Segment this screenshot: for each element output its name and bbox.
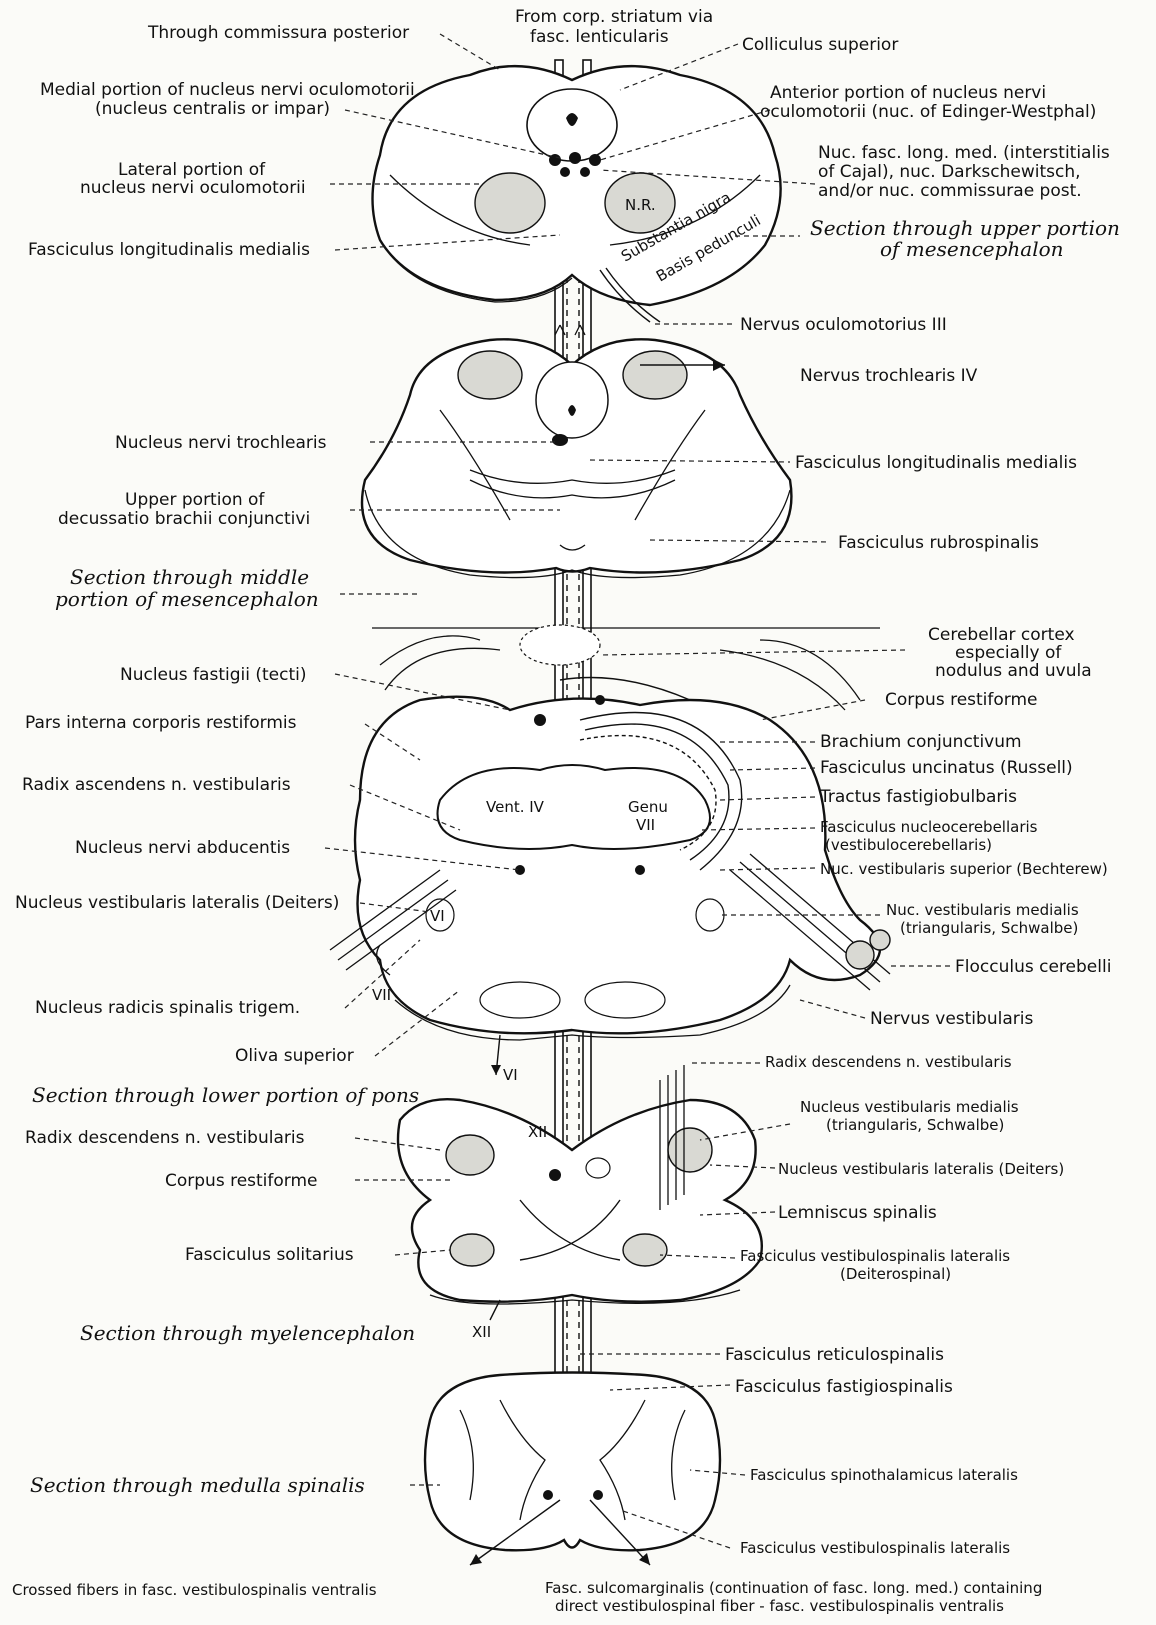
label-deiters-myel: Nucleus vestibularis lateralis (Deiters)	[778, 1160, 1064, 1178]
label-xii-nucleus: XII	[528, 1123, 547, 1141]
label-pars-interna: Pars interna corporis restiformis	[25, 713, 297, 733]
label-flm-middle: Fasciculus longitudinalis medialis	[795, 453, 1077, 473]
label-sulcomarginalis-2: direct vestibulospinal fiber - fasc. ves…	[555, 1597, 1004, 1615]
label-vest-superior: Nuc. vestibularis superior (Bechterew)	[820, 860, 1108, 878]
label-oliva-superior: Oliva superior	[235, 1046, 354, 1066]
section-myelencephalon: XII XII	[398, 1065, 762, 1341]
label-corp-striatum-1: From corp. striatum via	[515, 7, 713, 27]
label-nucleus-abducentis: Nucleus nervi abducentis	[75, 838, 290, 858]
label-colliculus-superior: Colliculus superior	[742, 35, 898, 55]
label-vest-medialis-myel-2: (triangularis, Schwalbe)	[826, 1116, 1004, 1134]
label-deiters-pons: Nucleus vestibularis lateralis (Deiters)	[15, 893, 339, 913]
title-middle-mesencephalon-2: portion of mesencephalon	[55, 587, 319, 611]
label-lateral-oculomotor-2: nucleus nervi oculomotorii	[80, 178, 306, 198]
label-nervus-trochlearis: Nervus trochlearis IV	[800, 366, 978, 386]
section-medulla-spinalis	[425, 1373, 720, 1566]
label-flm-upper: Fasciculus longitudinalis medialis	[28, 240, 310, 260]
label-cerebellar-cortex-2: especially of	[955, 643, 1062, 663]
label-reticulospinalis: Fasciculus reticulospinalis	[725, 1345, 944, 1365]
label-spinalis-trigem: Nucleus radicis spinalis trigem.	[35, 998, 300, 1018]
label-vi-nerve: VI	[503, 1066, 518, 1084]
label-medial-oculomotor-2: (nucleus centralis or impar)	[95, 99, 330, 119]
title-upper-mesencephalon-2: of mesencephalon	[880, 237, 1064, 261]
title-middle-mesencephalon-1: Section through middle	[70, 565, 309, 589]
label-fasciculus-uncinatus: Fasciculus uncinatus (Russell)	[820, 758, 1073, 778]
label-vest-medialis-myel-1: Nucleus vestibularis medialis	[800, 1098, 1019, 1116]
label-nervus-oculomotorius: Nervus oculomotorius III	[740, 315, 947, 335]
label-edinger-westphal-2: oculomotorii (nuc. of Edinger-Westphal)	[760, 102, 1096, 122]
label-cerebellar-cortex-1: Cerebellar cortex	[928, 625, 1075, 645]
label-decussatio-2: decussatio brachii conjunctivi	[58, 509, 310, 529]
label-vi-left: VI	[430, 907, 445, 925]
label-xii-nerve: XII	[472, 1323, 491, 1341]
label-vestibulospinalis-lateralis: Fasciculus vestibulospinalis lateralis	[740, 1539, 1010, 1557]
label-brachium-conjunctivum: Brachium conjunctivum	[820, 732, 1022, 752]
label-corp-striatum-2: fasc. lenticularis	[530, 27, 669, 47]
section-middle-mesencephalon	[362, 339, 791, 577]
label-rubrospinalis: Fasciculus rubrospinalis	[838, 533, 1039, 553]
label-lemniscus-spinalis: Lemniscus spinalis	[778, 1203, 937, 1223]
label-commissura-posterior: Through commissura posterior	[147, 23, 409, 43]
label-genu-vii: VII	[636, 816, 655, 834]
label-decussatio-1: Upper portion of	[125, 490, 265, 510]
title-medulla-spinalis: Section through medulla spinalis	[30, 1473, 365, 1497]
section-lower-pons: Vent. IV Genu VII VI VII VI	[330, 625, 890, 1084]
title-myelencephalon: Section through myelencephalon	[80, 1321, 415, 1345]
label-vestibulospinalis-myel-2: (Deiterospinal)	[840, 1265, 951, 1283]
label-nervus-vestibularis: Nervus vestibularis	[870, 1009, 1033, 1029]
label-nuc-interstitialis-2: of Cajal), nuc. Darkschewitsch,	[818, 162, 1081, 182]
label-vest-medialis-pons-2: (triangularis, Schwalbe)	[900, 919, 1078, 937]
label-nucleus-trochlearis: Nucleus nervi trochlearis	[115, 433, 327, 453]
label-vent-iv: Vent. IV	[486, 798, 545, 816]
label-fasciculus-solitarius: Fasciculus solitarius	[185, 1245, 354, 1265]
label-vestibulospinalis-myel-1: Fasciculus vestibulospinalis lateralis	[740, 1247, 1010, 1265]
label-radix-descendens-pons: Radix descendens n. vestibularis	[765, 1053, 1012, 1071]
label-corpus-restiforme-pons: Corpus restiforme	[885, 690, 1038, 710]
label-lateral-oculomotor-1: Lateral portion of	[118, 160, 266, 180]
label-nucleocerebellaris-2: (vestibulocerebellaris)	[825, 836, 992, 854]
label-nucleocerebellaris-1: Fasciculus nucleocerebellaris	[820, 818, 1038, 836]
label-fastigiobulbaris: Tractus fastigiobulbaris	[819, 787, 1017, 807]
label-edinger-westphal-1: Anterior portion of nucleus nervi	[770, 83, 1046, 103]
label-corpus-restiforme-myel: Corpus restiforme	[165, 1171, 318, 1191]
label-fastigiospinalis: Fasciculus fastigiospinalis	[735, 1377, 953, 1397]
label-medial-oculomotor-1: Medial portion of nucleus nervi oculomot…	[40, 80, 415, 100]
label-nuc-interstitialis-3: and/or nuc. commissurae post.	[818, 181, 1082, 201]
label-genu: Genu	[628, 798, 668, 816]
label-vii-nerve: VII	[372, 986, 391, 1004]
label-radix-descendens-myel: Radix descendens n. vestibularis	[25, 1128, 305, 1148]
label-radix-ascendens: Radix ascendens n. vestibularis	[22, 775, 291, 795]
label-vest-medialis-pons-1: Nuc. vestibularis medialis	[886, 901, 1079, 919]
label-nucleus-fastigii: Nucleus fastigii (tecti)	[120, 665, 306, 685]
label-cerebellar-cortex-3: nodulus and uvula	[935, 661, 1092, 681]
label-sulcomarginalis-1: Fasc. sulcomarginalis (continuation of f…	[545, 1579, 1042, 1597]
label-n-r: N.R.	[625, 196, 656, 214]
title-lower-pons: Section through lower portion of pons	[32, 1083, 419, 1107]
label-nuc-interstitialis-1: Nuc. fasc. long. med. (interstitialis	[818, 143, 1110, 163]
label-crossed-fibers: Crossed fibers in fasc. vestibulospinali…	[12, 1581, 377, 1599]
section-upper-mesencephalon: N.R. Substantia nigra Basis pedunculi	[373, 66, 781, 322]
label-spinothalamicus: Fasciculus spinothalamicus lateralis	[750, 1466, 1018, 1484]
label-flocculus: Flocculus cerebelli	[955, 957, 1111, 977]
